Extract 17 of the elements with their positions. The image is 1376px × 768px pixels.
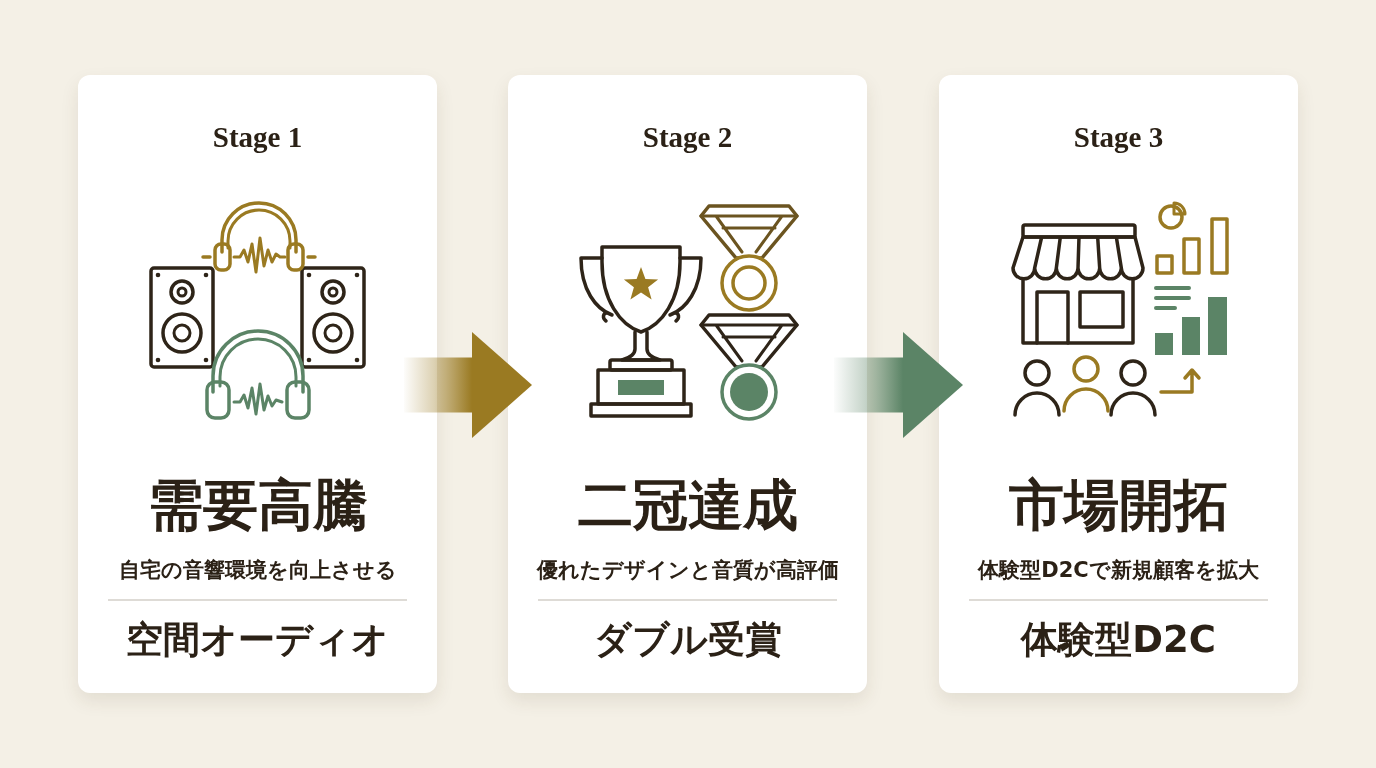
card-keyword: 空間オーディオ — [126, 618, 389, 662]
arrow — [834, 332, 963, 438]
stage-card — [78, 75, 437, 693]
card-subtitle: 優れたデザインと音質が高評価 — [536, 557, 839, 583]
card-subtitle: 体験型D2Cで新規顧客を拡大 — [978, 557, 1259, 583]
card-title: 需要高騰 — [147, 473, 368, 537]
stage-label: Stage 3 — [1073, 120, 1164, 155]
stage-card — [939, 75, 1298, 693]
card-title: 二冠達成 — [577, 473, 798, 537]
stage-card — [508, 75, 867, 693]
card-subtitle: 自宅の音響環境を向上させる — [118, 557, 397, 583]
stage-label: Stage 2 — [642, 120, 733, 155]
arrow — [404, 332, 532, 438]
card-keyword: 体験型D2C — [1021, 618, 1216, 662]
card-title: 市場開拓 — [1008, 473, 1229, 537]
stage-label: Stage 1 — [212, 120, 303, 155]
card-keyword: ダブル受賞 — [593, 618, 782, 662]
